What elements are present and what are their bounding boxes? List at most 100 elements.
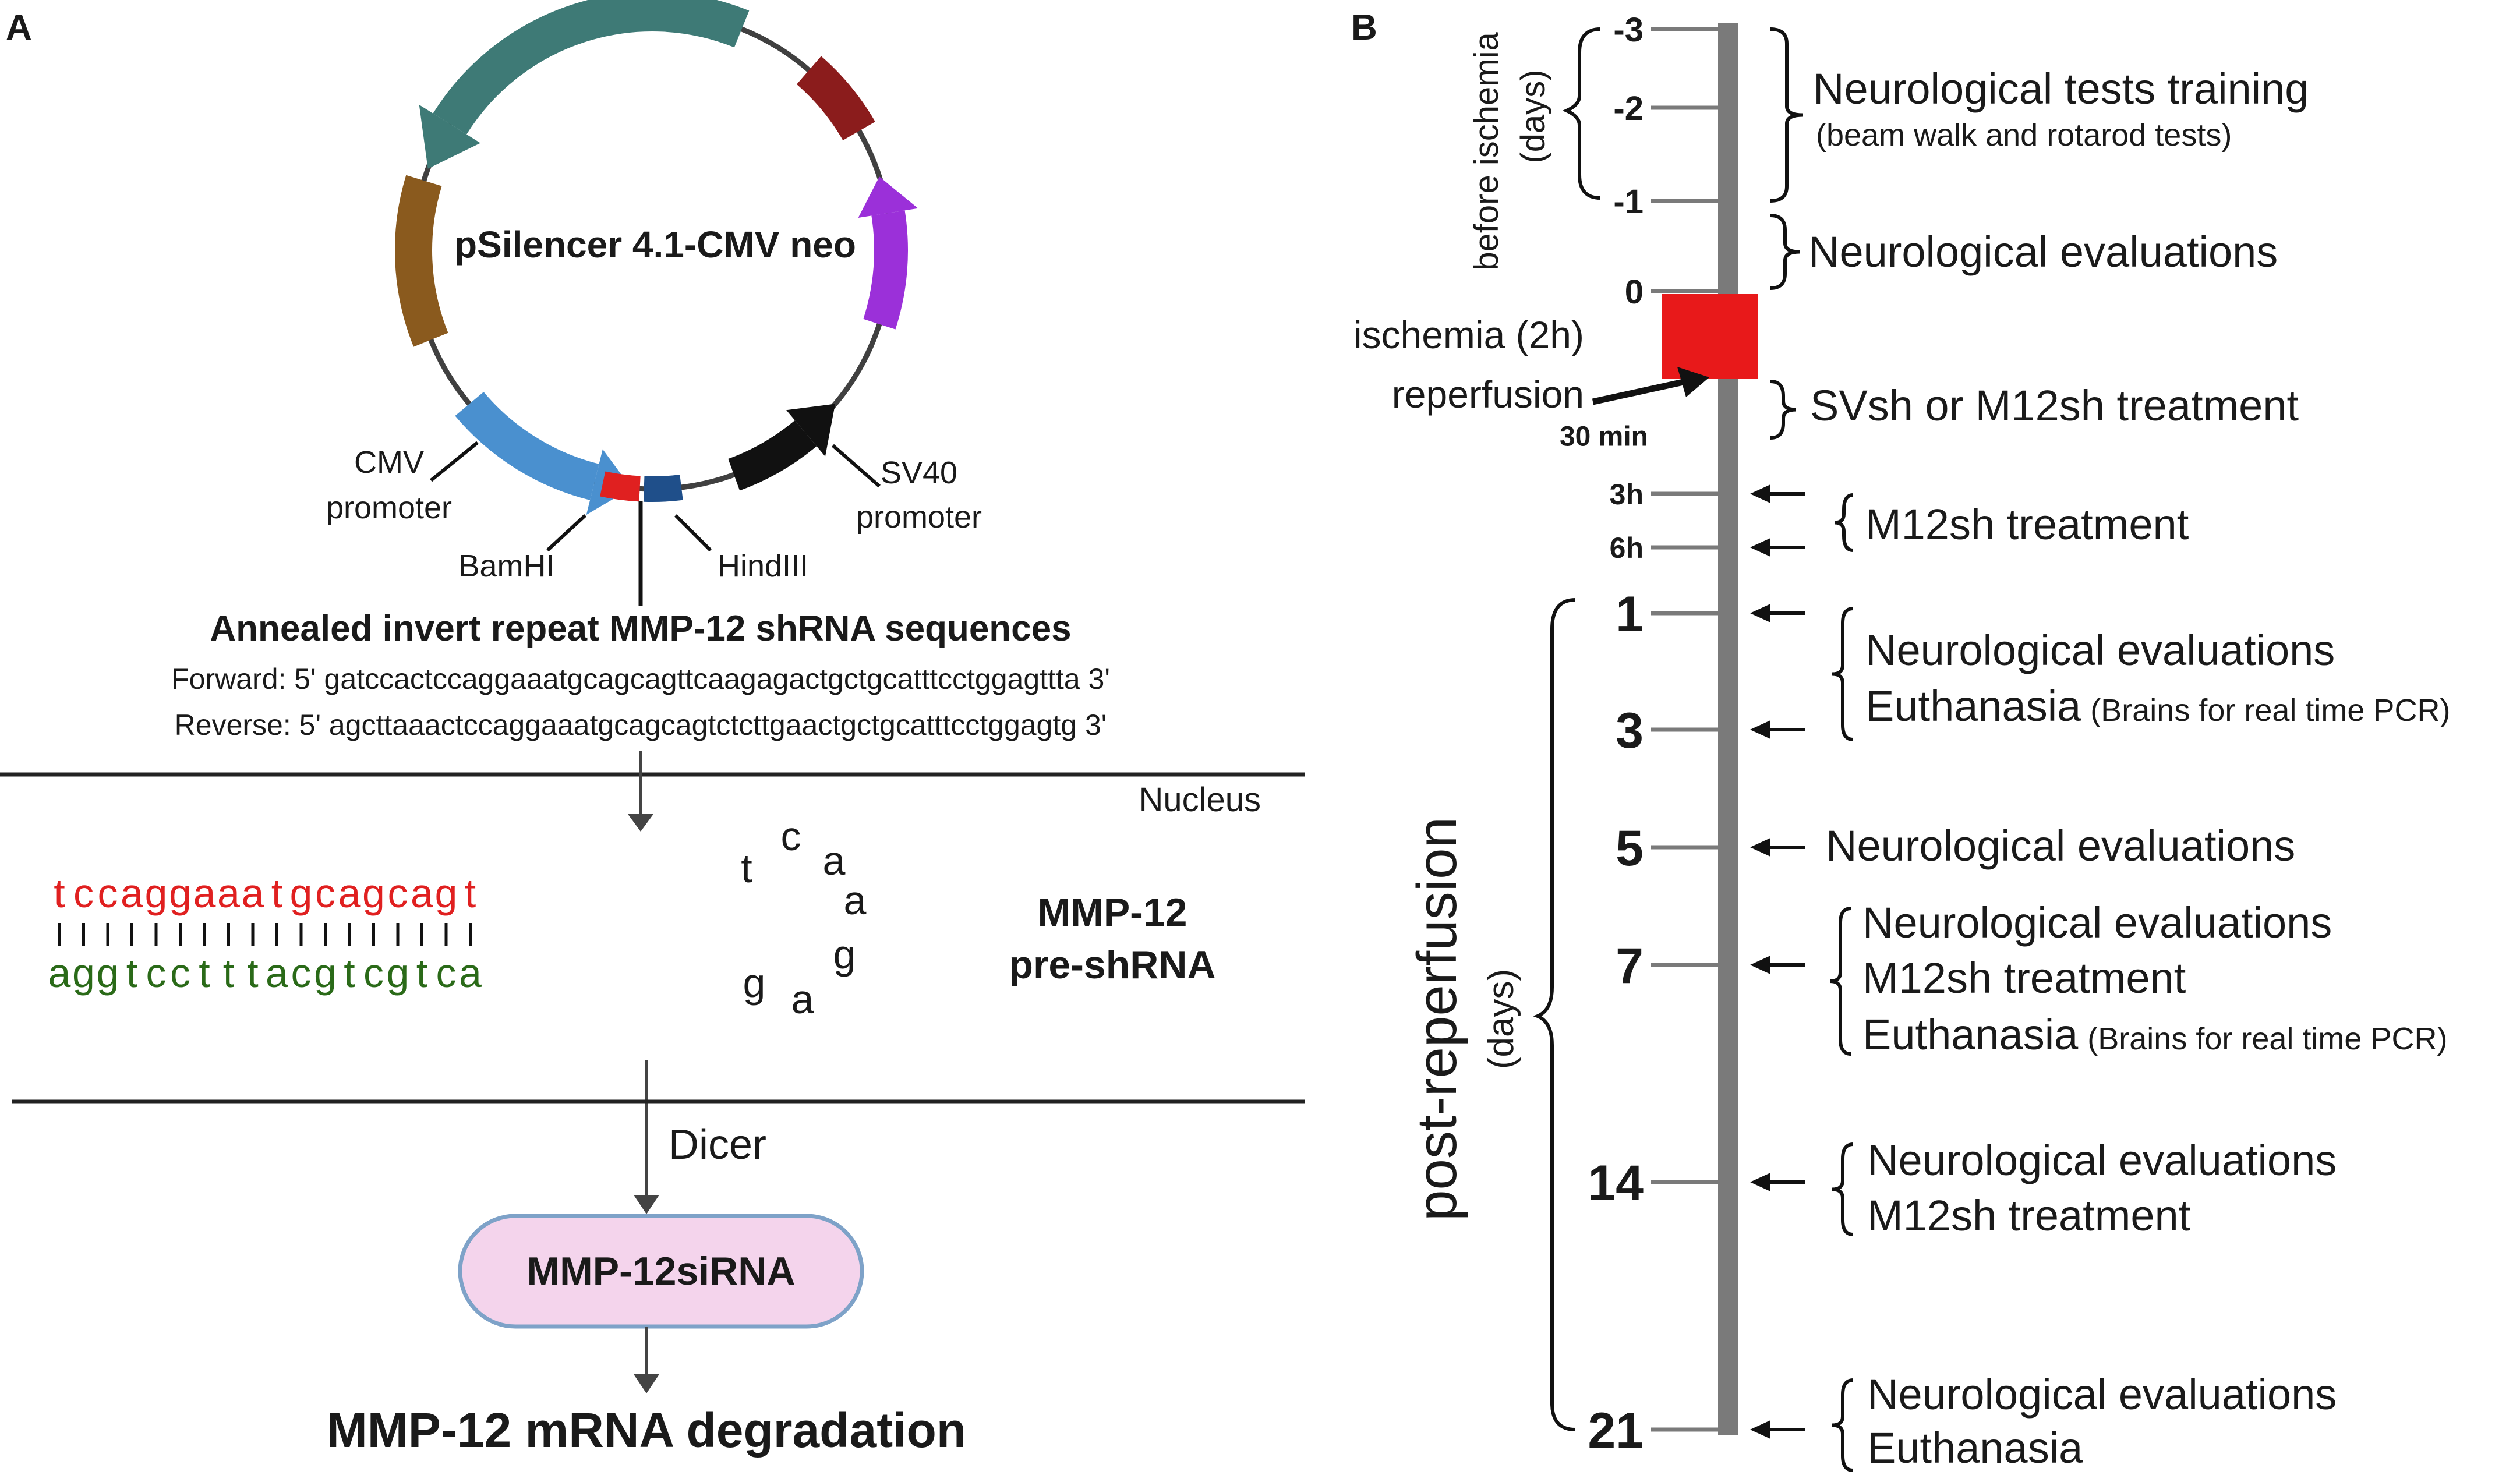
plasmid-map: pSilencer 4.1-CMV neo CMV promoter SV40 … <box>326 0 982 606</box>
timeline-tick-label: 7 <box>1616 938 1644 994</box>
hairpin-bottom-base: g <box>387 950 409 996</box>
hairpin-top-base: c <box>315 871 335 916</box>
event-d1-euth-line: Euthanasia(Brains for real time PCR) <box>1865 682 2450 730</box>
preshrna-label-1: MMP-12 <box>1038 890 1187 935</box>
hairpin-bottom-base: c <box>170 950 190 996</box>
timeline-tick-label: 14 <box>1588 1155 1644 1211</box>
panel-a-label: A <box>6 8 32 48</box>
dicer-label: Dicer <box>669 1122 766 1168</box>
purple-arrowhead <box>858 176 918 218</box>
cmv-label-2: promoter <box>326 490 452 525</box>
ischemia-label: ischemia (2h) <box>1353 313 1584 356</box>
hairpin-top-base: a <box>338 871 361 916</box>
hairpin-bottom-base: c <box>436 950 457 996</box>
panel-b-label: B <box>1351 8 1377 48</box>
event-d1-euth-note: (Brains for real time PCR) <box>2090 693 2450 728</box>
purple-gene-arrow <box>863 210 908 330</box>
event-bracket <box>1832 607 1854 741</box>
hairpin-top-base: a <box>121 871 143 916</box>
hairpin-loop-base: t <box>741 846 752 891</box>
hindiii-pointer <box>674 514 712 552</box>
reperfusion-arrowhead <box>1677 367 1709 397</box>
sv40-pointer <box>832 444 881 488</box>
timeline-bar <box>1718 23 1738 1435</box>
event-d5-eval: Neurological evaluations <box>1826 822 2295 870</box>
nucleus-label: Nucleus <box>1139 781 1261 819</box>
event-arrowhead <box>1750 604 1770 622</box>
event-d7-treat: M12sh treatment <box>1862 954 2186 1002</box>
hairpin-top-base: t <box>54 871 65 916</box>
hindiii-site <box>643 475 683 502</box>
hairpin-bottom-base: a <box>266 950 288 996</box>
timeline-tick-label: 21 <box>1588 1403 1644 1459</box>
before-bracket <box>1562 27 1601 200</box>
event-d7-eval: Neurological evaluations <box>1862 899 2332 947</box>
event-bracket <box>1832 1142 1854 1236</box>
darkred-segment <box>796 56 875 141</box>
hairpin-top-base: g <box>169 871 192 916</box>
hairpin-bottom-base: t <box>344 950 355 996</box>
event-bracket <box>1834 493 1854 552</box>
before-ischemia-label: before ischemia <box>1468 32 1505 271</box>
hairpin-top-base: t <box>465 871 476 916</box>
hairpin-top-base: c <box>73 871 94 916</box>
arrowhead-preshrna <box>628 814 653 832</box>
hairpin-top-base: a <box>411 871 433 916</box>
hairpin-bottom-base: t <box>126 950 137 996</box>
hairpin-top-base: a <box>193 871 216 916</box>
hairpin-loop-base: a <box>823 838 846 883</box>
hairpin-bottom-base: t <box>416 950 427 996</box>
cmv-promoter-arrow <box>455 391 599 500</box>
ischemia-block <box>1662 294 1758 379</box>
hairpin-loop-base: g <box>743 960 766 1006</box>
hairpin-bottom-base: c <box>291 950 312 996</box>
event-arrowhead <box>1750 720 1770 739</box>
sirna-box <box>458 1214 864 1329</box>
sv40-arrowhead <box>786 404 836 457</box>
hairpin-bottom-base: a <box>48 950 71 996</box>
post-bracket <box>1532 598 1576 1431</box>
reperfusion-arrow-shaft <box>1592 378 1687 405</box>
plasmid-name: pSilencer 4.1-CMV neo <box>454 224 856 266</box>
hairpin-bottom-base: t <box>223 950 234 996</box>
event-d7-euth-line: Euthanasia(Brains for real time PCR) <box>1862 1010 2447 1059</box>
bamhi-pointer <box>546 514 587 552</box>
hairpin-top-base: c <box>388 871 408 916</box>
event-bracket <box>1770 214 1800 290</box>
hindiii-label: HindIII <box>718 549 808 583</box>
hairpin-bottom-base: a <box>459 950 482 996</box>
event-svsh-treatment: SVsh or M12sh treatment <box>1810 381 2299 430</box>
teal-arrowhead <box>419 104 480 169</box>
hairpin-top-base: g <box>145 871 168 916</box>
teal-gene-arrow <box>433 0 750 135</box>
hairpin-top-base: g <box>362 871 385 916</box>
hairpin-bottom-base: g <box>314 950 337 996</box>
hairpin-top-base: t <box>271 871 282 916</box>
post-reperfusion-label: post-reperfusion <box>1406 817 1468 1221</box>
timeline-tick-label: 30 min <box>1560 421 1648 452</box>
hairpin-loop-base: a <box>791 977 814 1022</box>
hairpin-top-base: a <box>242 871 264 916</box>
timeline-tick-label: 3 <box>1616 703 1644 759</box>
timeline-tick-label: 5 <box>1616 820 1644 876</box>
reverse-sequence: Reverse: 5' agcttaaactccaggaaatgcagcagtc… <box>175 709 1107 741</box>
preshrna-label-2: pre-shRNA <box>1009 943 1215 987</box>
hairpin-bottom-base: t <box>247 950 258 996</box>
hairpin-loop-base: g <box>833 932 856 977</box>
event-arrowhead <box>1750 1173 1770 1191</box>
sv40-promoter-arrow <box>727 420 817 491</box>
arrowhead-sirna <box>634 1195 659 1214</box>
event-arrowhead <box>1750 538 1770 557</box>
event-bracket <box>1832 1378 1854 1472</box>
event-d1-eval: Neurological evaluations <box>1865 626 2335 674</box>
timeline-tick-label: 0 <box>1625 273 1644 311</box>
hairpin-loop-base: a <box>844 878 867 923</box>
event-d7-euth-note: (Brains for real time PCR) <box>2087 1021 2447 1056</box>
event-arrowhead <box>1750 1420 1770 1439</box>
cmv-pointer <box>430 441 479 482</box>
bamhi-label: BamHI <box>458 549 554 583</box>
event-arrowhead <box>1750 484 1770 503</box>
